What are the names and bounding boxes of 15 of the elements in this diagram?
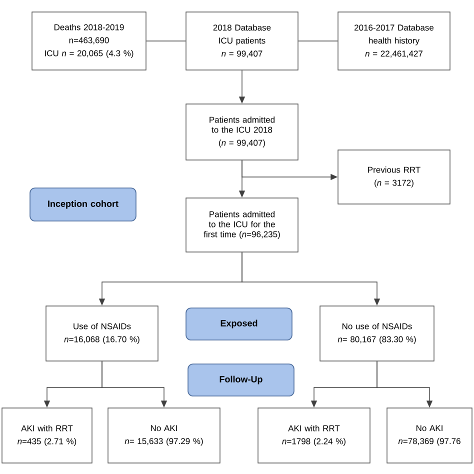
process-box: No use of NSAIDs n= 80,167 (83.30 %) (320, 306, 434, 362)
process-box: 2018 Database ICU patients n = 99,407 (186, 12, 298, 70)
process-box: Patients admitted to the ICU for the first time (n=96,235) (186, 198, 298, 252)
process-box: 2016-2017 Database health history n = 22,461,427 (338, 12, 450, 70)
stage-label: Inception cohort (30, 188, 136, 222)
process-box: No AKI n=78,369 (97.76 (386, 408, 472, 464)
process-box: AKI with RRT n=435 (2.71 %) (2, 408, 92, 464)
process-box: Use of NSAIDs n=16,068 (16.70 %) (46, 306, 158, 362)
process-box: Previous RRT (n = 3172) (338, 150, 450, 204)
stage-label: Follow-Up (188, 364, 294, 396)
process-box: No AKI n= 15,633 (97.29 %) (108, 408, 220, 464)
stage-label: Exposed (186, 308, 292, 340)
process-box: AKI with RRT n=1798 (2.24 %) (258, 408, 370, 464)
process-box: Deaths 2018-2019 n=463,690 ICU n = 20,065 (4.3 %) (32, 12, 146, 70)
process-box: Patients admitted to the ICU 2018 (n = 99,407) (186, 104, 298, 160)
